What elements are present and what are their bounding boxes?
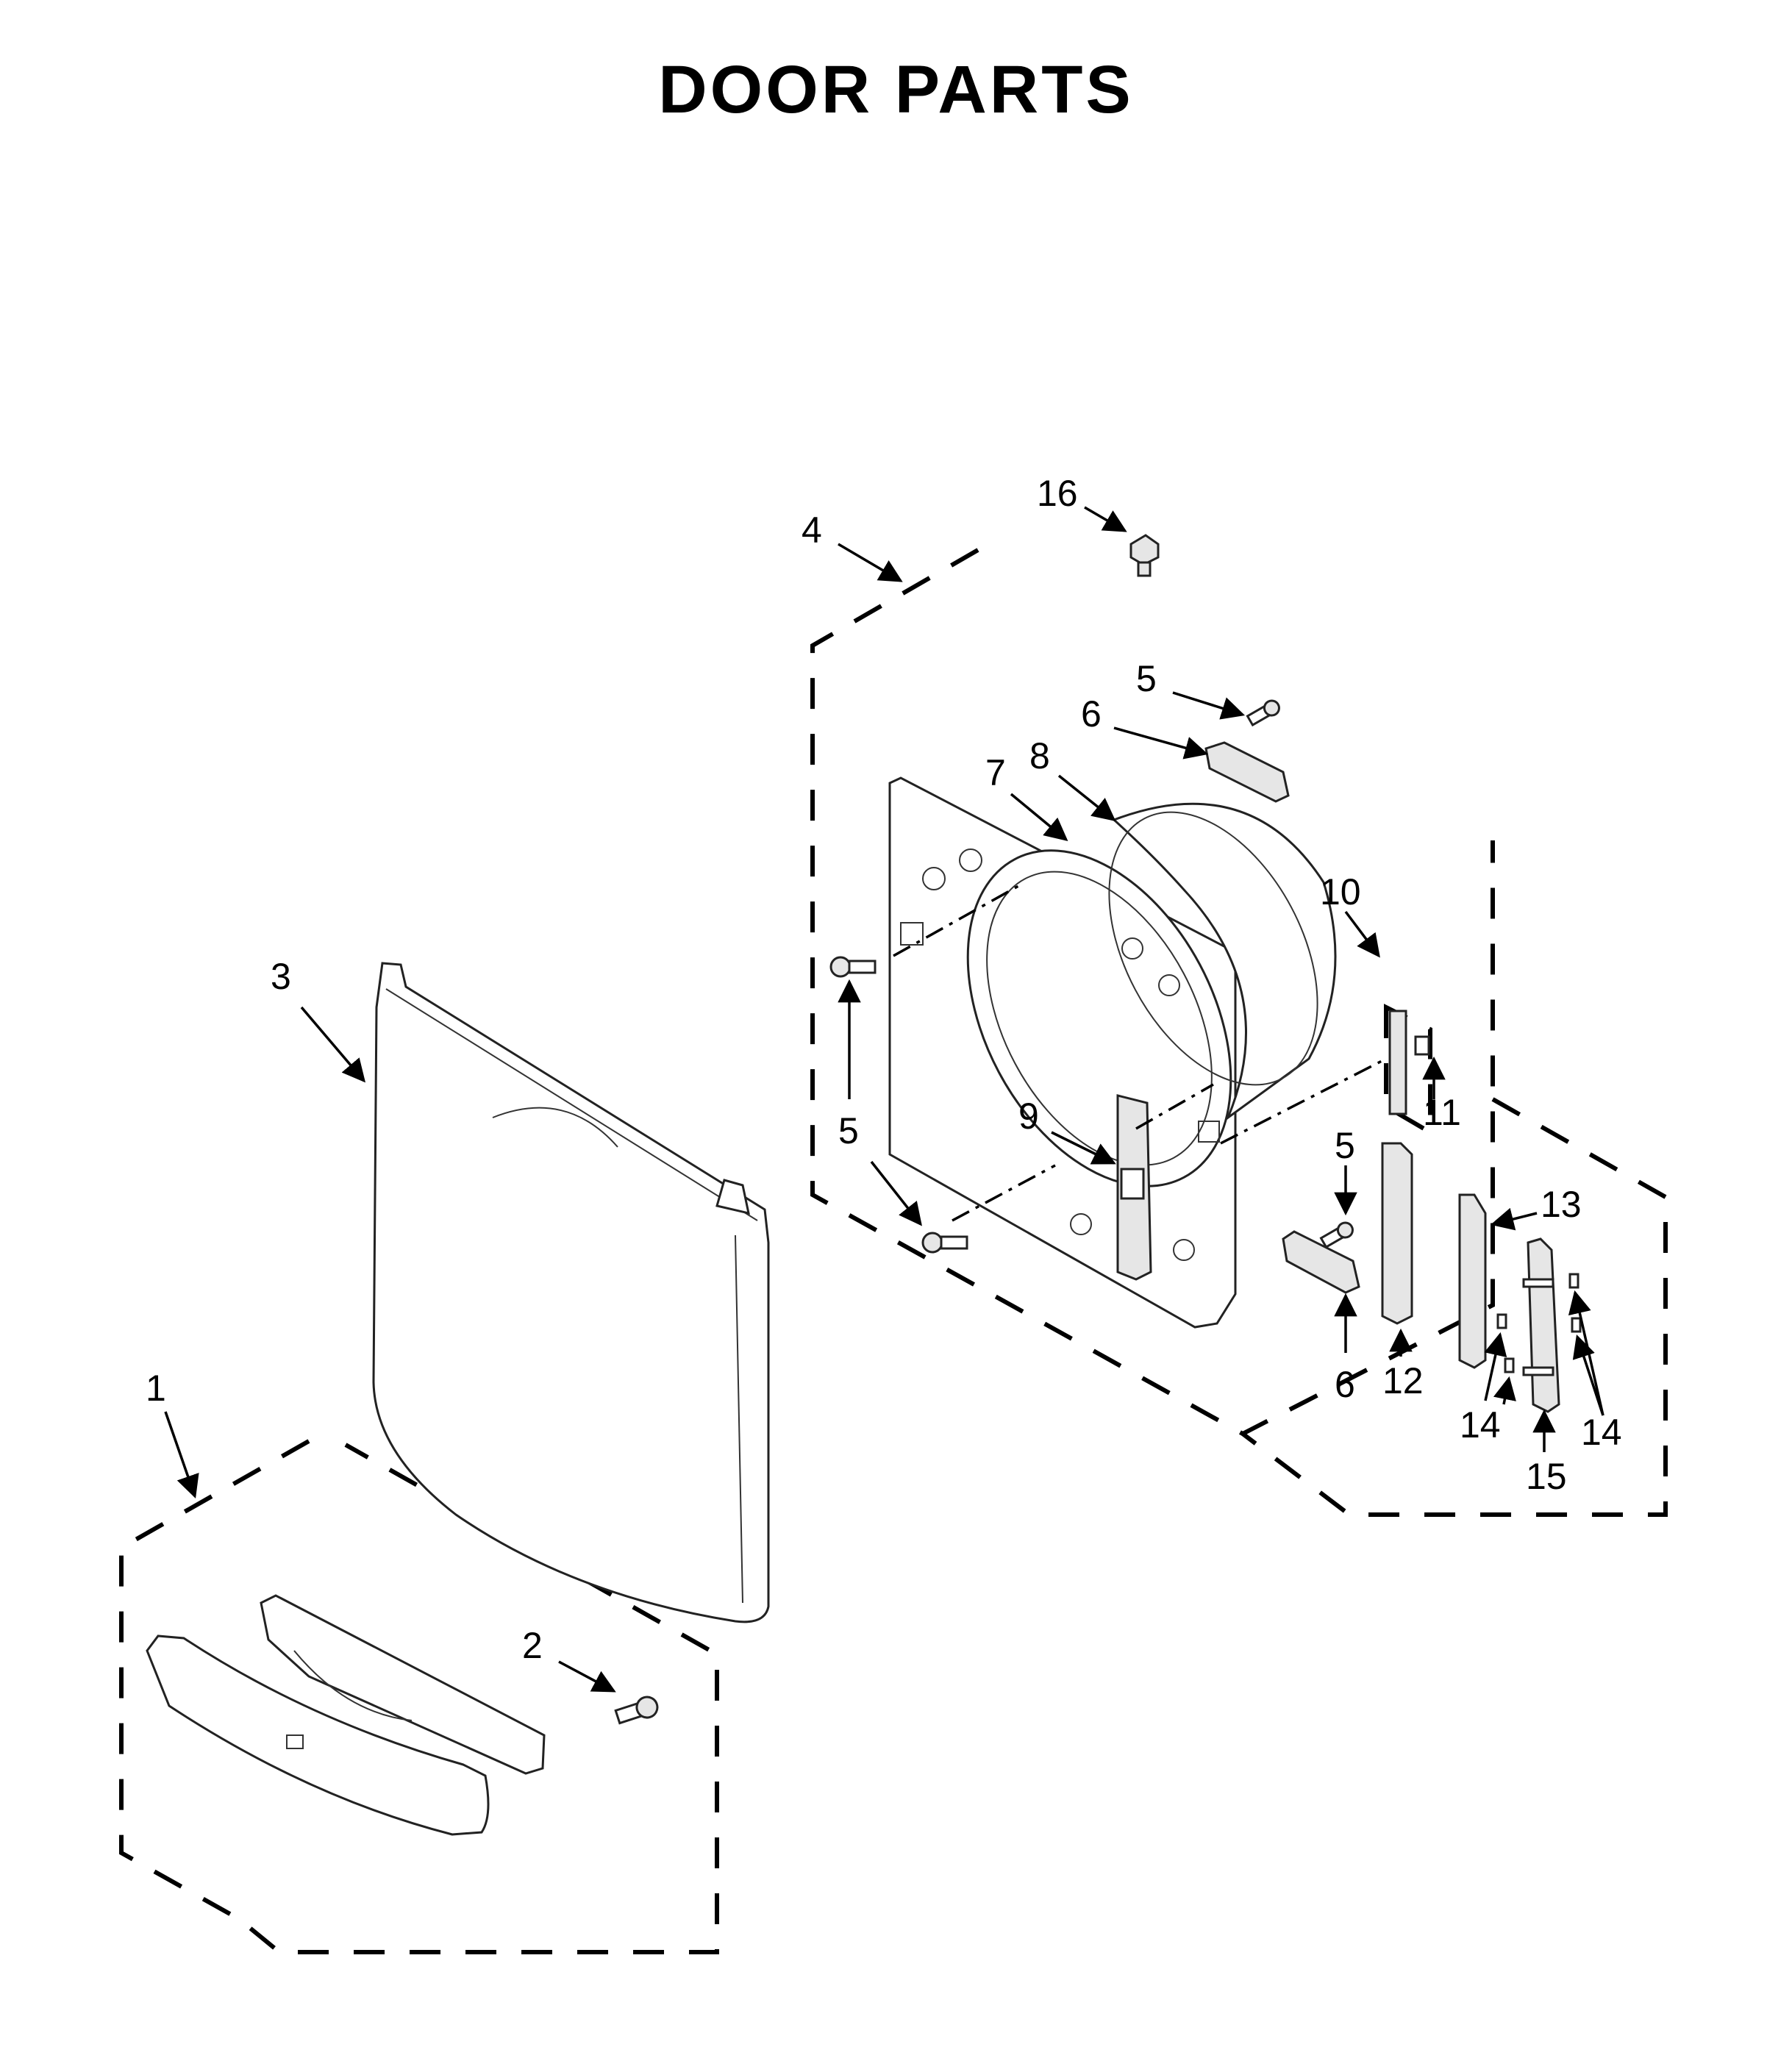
hinge-group-boundary — [1241, 1097, 1668, 1517]
handle-screw — [614, 1696, 659, 1725]
callout-labels: 16 4 5 6 7 8 10 3 11 5 9 5 13 6 12 14 14… — [146, 473, 1622, 1666]
callout-5-left: 5 — [838, 1110, 859, 1151]
callout-12: 12 — [1382, 1360, 1424, 1401]
handle-assembly-boundary — [119, 1439, 719, 1954]
door-handle — [146, 1634, 490, 1836]
callout-6-lower: 6 — [1335, 1364, 1355, 1405]
hinge-bracket — [1458, 1193, 1487, 1369]
callout-16: 16 — [1037, 473, 1078, 514]
callout-7: 7 — [985, 752, 1006, 793]
door-latch — [1388, 1010, 1430, 1115]
callout-14-left: 14 — [1460, 1404, 1501, 1446]
hinge-plate-lower — [1282, 1230, 1360, 1294]
handle-backing — [260, 1594, 546, 1775]
callout-15: 15 — [1526, 1456, 1567, 1497]
callout-2: 2 — [522, 1625, 543, 1666]
hinge-cover — [1381, 1142, 1413, 1325]
door-hinge — [1522, 1237, 1560, 1413]
plug-button — [1129, 534, 1160, 577]
callout-4: 4 — [802, 510, 822, 551]
callout-11: 11 — [1423, 1092, 1461, 1133]
callout-6-upper: 6 — [1081, 693, 1102, 735]
hinge-plate-upper — [1204, 741, 1290, 803]
leader-lines — [164, 506, 1604, 1693]
callout-9: 9 — [1018, 1096, 1039, 1137]
door-strike — [1116, 1094, 1152, 1281]
screws — [829, 699, 1354, 1254]
door-glass — [1108, 802, 1337, 1121]
part-10-boundary — [1384, 1004, 1432, 1137]
callout-13: 13 — [1541, 1184, 1582, 1225]
callout-14-right: 14 — [1581, 1412, 1622, 1453]
outer-door-panel — [372, 962, 770, 1623]
page-title: DOOR PARTS — [658, 52, 1134, 127]
callout-5-upper: 5 — [1136, 658, 1157, 699]
callout-1: 1 — [146, 1368, 166, 1409]
callout-10: 10 — [1320, 871, 1361, 912]
hinge-pins — [1496, 1273, 1582, 1373]
callout-3: 3 — [271, 956, 291, 997]
callout-8: 8 — [1029, 735, 1050, 776]
callout-5-right: 5 — [1335, 1125, 1355, 1166]
